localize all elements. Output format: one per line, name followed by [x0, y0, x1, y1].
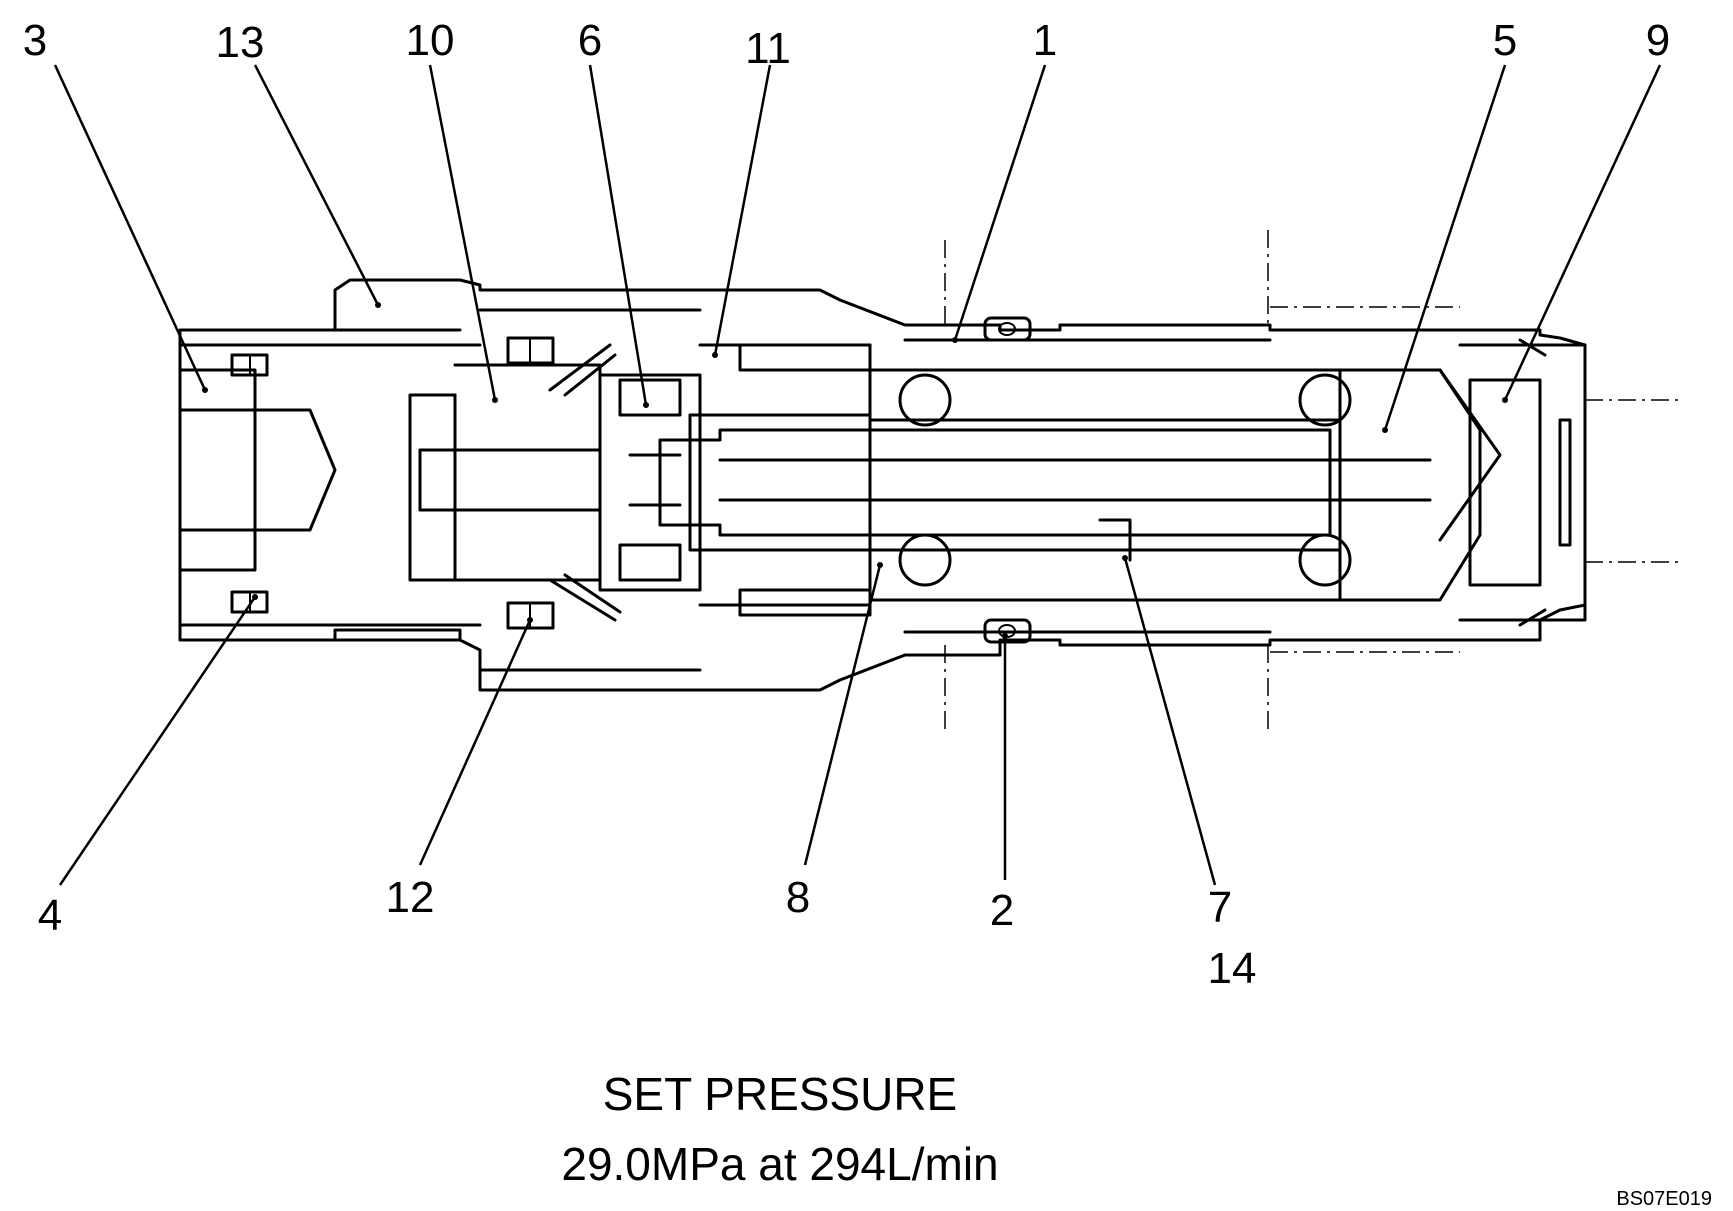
- caption-title: SET PRESSURE: [603, 1068, 957, 1120]
- leader-lines: [53, 64, 1662, 886]
- callout-8: 8: [786, 873, 810, 922]
- callout-6: 6: [578, 16, 602, 65]
- callout-11: 11: [745, 24, 791, 73]
- callout-9: 9: [1646, 16, 1670, 65]
- caption-pressure: 29.0MPa at 294L/min: [561, 1138, 998, 1190]
- callout-labels: 3 13 10 6 11 1 5 9 4 12 8 2 7 14: [23, 16, 1670, 993]
- callout-10: 10: [406, 16, 455, 65]
- callout-3: 3: [23, 16, 47, 65]
- callout-1: 1: [1033, 16, 1057, 65]
- callout-7: 7: [1208, 883, 1232, 932]
- callout-12: 12: [386, 873, 435, 922]
- callout-14: 14: [1208, 944, 1257, 993]
- callout-4: 4: [38, 891, 62, 940]
- valve-cross-section: [178, 230, 1680, 735]
- callout-2: 2: [990, 886, 1014, 935]
- callout-13: 13: [216, 18, 265, 67]
- drawing-code: BS07E019: [1616, 1188, 1712, 1210]
- caption: SET PRESSURE 29.0MPa at 294L/min: [561, 1068, 998, 1190]
- callout-5: 5: [1493, 16, 1517, 65]
